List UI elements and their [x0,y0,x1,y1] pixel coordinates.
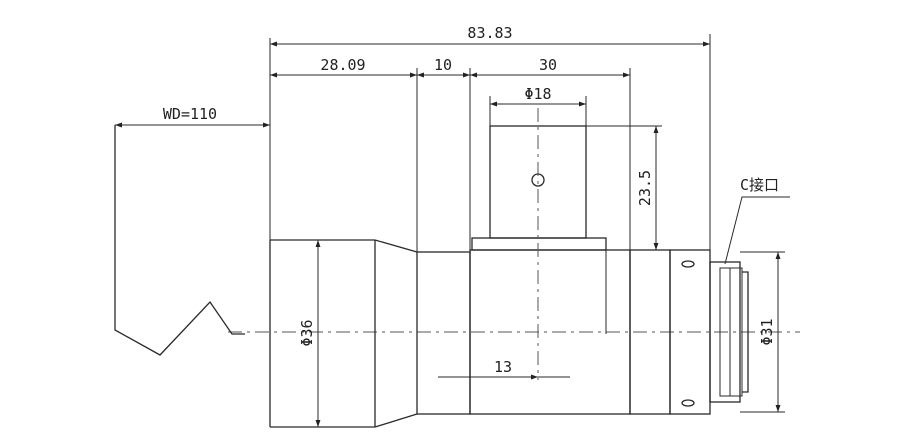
front-section-label: 28.09 [320,56,365,74]
vertical-tube [489,108,587,380]
front-barrel [269,239,418,428]
tube-diameter-label: Φ18 [524,85,551,103]
overall-length-label: 83.83 [467,24,512,42]
mount-label: C接口 [740,176,779,194]
tube-height-label: 23.5 [636,170,654,206]
main-body [469,237,631,415]
body-section-label: 30 [539,56,557,74]
mount-diameter-label: Φ31 [758,318,776,345]
working-distance-label: WD=110 [163,105,217,123]
tube-offset-label: 13 [494,358,512,376]
collar-label: 10 [434,56,452,74]
c-mount-thread [709,261,749,403]
front-diameter-label: Φ36 [298,319,316,346]
dimension-lines [115,41,790,427]
lens-collar [416,251,471,415]
working-distance-break-line [114,125,245,356]
